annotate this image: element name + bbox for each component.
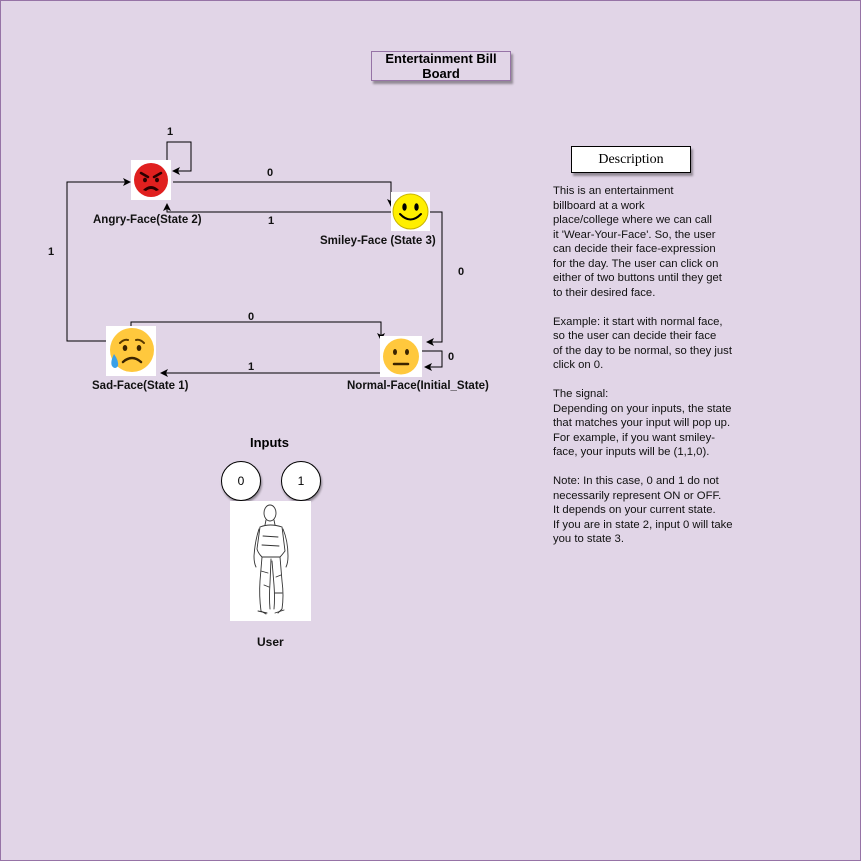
description-paragraph: Example: it start with normal face, so t… [553,315,732,372]
edge-label-angry-self: 1 [167,126,174,138]
inputs-label: Inputs [250,435,289,450]
edge-label-smiley-to-angry: 1 [268,215,275,227]
smiley-face-label: Smiley-Face (State 3) [320,235,436,247]
input-1-button[interactable]: 1 [281,461,321,501]
edge-sad-to-angry [66,178,131,342]
edge-sad-to-normal [130,321,385,341]
diagram-title: Entertainment Bill Board [371,51,511,81]
edge-label-smiley-to-normal: 0 [458,266,465,278]
description-paragraph: This is an entertainment billboard at a … [553,185,722,299]
input-0-button[interactable]: 0 [221,461,261,501]
user-label: User [257,635,284,649]
description-heading: Description [571,146,691,173]
edge-angry-to-smiley [173,181,395,207]
sad-face-icon [106,326,156,376]
edge-label-normal-self: 0 [448,351,455,363]
description-text: This is an entertainment billboard at a … [553,184,753,561]
edge-label-normal-to-sad: 1 [248,361,255,373]
description-paragraph: Note: In this case, 0 and 1 do not neces… [553,475,733,545]
angry-face-icon [131,160,171,200]
edge-smiley-to-angry [163,203,393,213]
edge-label-sad-to-angry: 1 [48,246,55,258]
neutral-face-icon [380,336,422,377]
description-paragraph: The signal: Depending on your inputs, th… [553,388,732,458]
edge-normal-self [422,350,443,371]
edge-label-angry-to-smiley: 0 [267,167,274,179]
edge-angry-self [166,141,192,175]
edge-smiley-to-normal [426,211,443,346]
user-sketch-image [230,501,311,621]
sad-face-label: Sad-Face(State 1) [92,380,189,392]
smiley-face-icon [391,192,430,231]
angry-face-label: Angry-Face(State 2) [93,214,202,226]
normal-face-label: Normal-Face(Initial_State) [347,380,489,392]
edge-label-sad-to-normal: 0 [248,311,255,323]
